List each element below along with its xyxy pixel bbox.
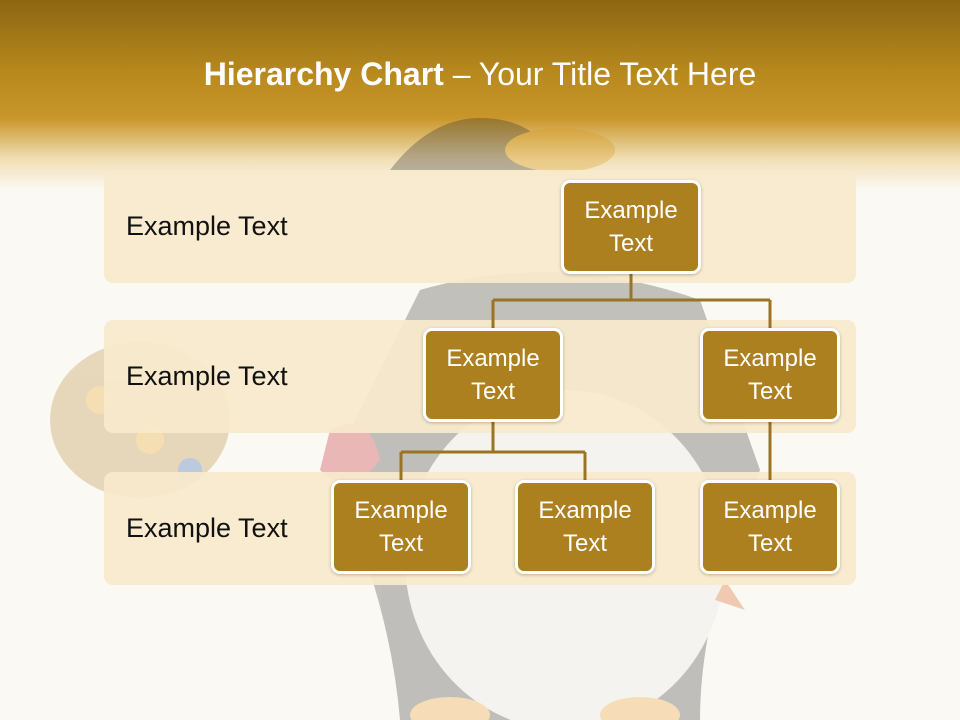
title-bold-part: Hierarchy Chart <box>203 56 444 92</box>
level-band-1 <box>104 170 856 283</box>
node-text: Example Text <box>538 497 632 557</box>
node-text: Example Text <box>354 497 448 557</box>
title-rest-part: – Your Title Text Here <box>443 56 757 92</box>
header-bar <box>0 0 960 190</box>
chart-node-level3-c: Example Text <box>700 480 840 574</box>
level-label-2: Example Text <box>126 361 288 391</box>
chart-node-level2-right: Example Text <box>700 328 840 422</box>
slide-title: Hierarchy Chart – Your Title Text Here <box>0 56 960 93</box>
node-text: Example Text <box>723 345 817 405</box>
level-label-3: Example Text <box>126 513 288 543</box>
chart-node-level3-a: Example Text <box>331 480 471 574</box>
chart-node-level2-left: Example Text <box>423 328 563 422</box>
chart-node-level3-b: Example Text <box>515 480 655 574</box>
level-label-1: Example Text <box>126 211 288 241</box>
chart-node-root: Example Text <box>561 180 701 274</box>
node-text: Example Text <box>723 497 817 557</box>
node-text: Example Text <box>584 197 678 257</box>
node-text: Example Text <box>446 345 540 405</box>
